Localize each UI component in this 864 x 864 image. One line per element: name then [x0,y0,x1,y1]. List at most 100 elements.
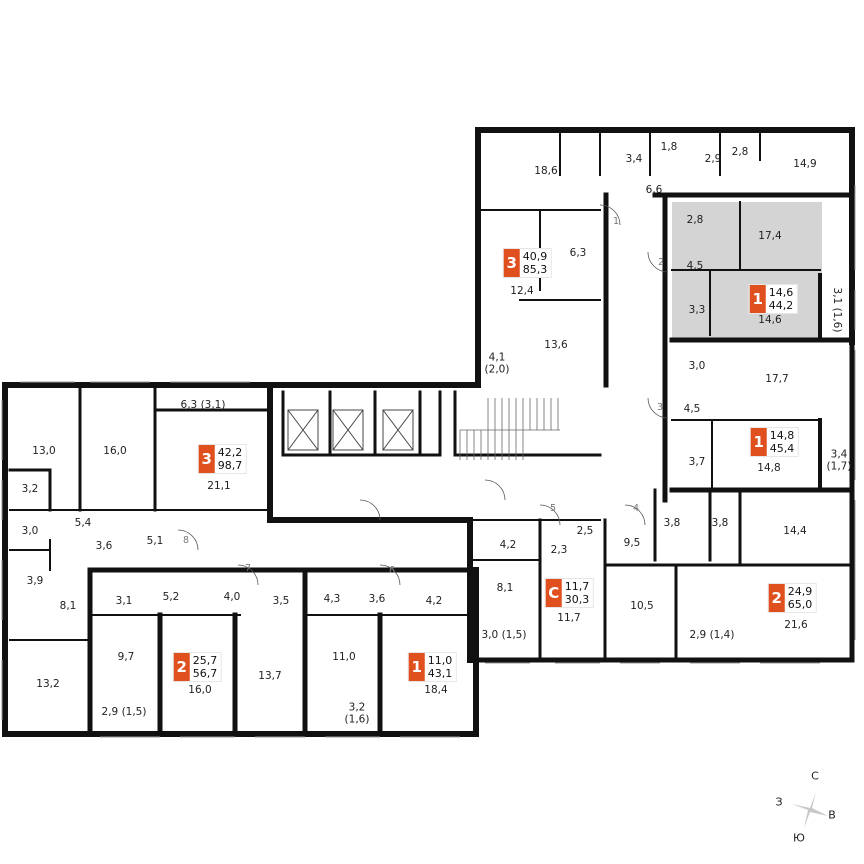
room-area-label: 16,0 [103,445,127,458]
room-area-label: 17,7 [765,373,789,386]
room-area-label: 3,6 [95,540,113,553]
room-area-label: 2,8 [686,214,704,227]
room-area-label: 18,4 [424,684,448,697]
room-area-label: 9,5 [623,537,641,550]
room-area-label: 3,0 (1,5) [481,629,527,642]
total-area: 30,3 [564,593,590,606]
room-count: 1 [750,428,767,456]
room-area-label: 2,3 [550,544,568,557]
living-area: 14,6 [768,286,794,299]
room-count: 1 [749,285,766,313]
room-area-label: 3,0 [688,360,706,373]
room-area-label: 16,0 [188,684,212,697]
room-count: 2 [173,653,190,681]
room-count: С [545,579,562,607]
room-area-label: 8,1 [496,582,514,595]
entrance-door-number: 5 [549,502,557,514]
total-area: 65,0 [787,598,813,611]
room-area-label: 4,5 [683,403,701,416]
room-area-label: 4,1(2,0) [484,351,510,375]
room-area-label: 21,6 [784,619,808,632]
room-area-label: 9,7 [117,651,135,664]
total-area: 98,7 [217,459,243,472]
entrance-door-number: 3 [656,401,664,413]
room-area-label: 2,5 [576,525,594,538]
room-area-label: 5,2 [162,591,180,604]
entrance-door-number: 6 [388,564,396,576]
room-area-label: 3,3 [688,304,706,317]
room-area-label: 3,0 [21,525,39,538]
room-area-label: 6,6 [645,184,663,197]
room-area-label: 17,4 [758,230,782,243]
compass-east: В [828,808,836,822]
total-area: 43,1 [427,667,453,680]
room-area-label: 3,2 [21,483,39,496]
room-area-label: 3,6 [368,593,386,606]
living-area: 11,0 [427,654,453,667]
room-area-label: 14,9 [793,158,817,171]
room-area-label: 14,4 [783,525,807,538]
room-count: 2 [768,584,785,612]
room-area-label: 4,2 [499,539,517,552]
living-area: 24,9 [787,585,813,598]
room-count: 1 [408,653,425,681]
compass-south: Ю [793,831,805,845]
room-area-label: 5,4 [74,517,92,530]
total-area: 85,3 [522,263,548,276]
room-area-label: 3,4(1,7) [826,448,852,472]
entrance-door-number: 4 [632,502,640,514]
room-area-label: 14,6 [758,314,782,327]
room-area-label: 5,1 [146,535,164,548]
room-area-label: 2,9 (1,5) [101,706,147,719]
living-area: 14,8 [769,429,795,442]
room-area-label: 11,0 [332,651,356,664]
room-area-label: 10,5 [630,600,654,613]
compass-star-icon [792,792,828,828]
room-area-label: 11,7 [557,612,581,625]
compass-west: З [775,795,783,809]
room-area-label: 13,2 [36,678,60,691]
room-area-label: 3,1 [115,595,133,608]
room-area-label: 6,3 [569,247,587,260]
room-area-label: 3,9 [26,575,44,588]
living-area: 40,9 [522,250,548,263]
room-count: 3 [198,445,215,473]
room-area-label: 13,6 [544,339,568,352]
entrance-door-number: 2 [657,256,665,268]
room-area-label: 6,3 (3,1) [180,399,226,412]
total-area: 45,4 [769,442,795,455]
total-area: 56,7 [192,667,218,680]
room-area-label: 2,8 [731,146,749,159]
living-area: 42,2 [217,446,243,459]
room-area-label: 13,0 [32,445,56,458]
room-area-label: 3,5 [272,595,290,608]
room-area-label: 1,8 [660,141,678,154]
room-area-label: 4,0 [223,591,241,604]
room-area-label: 4,2 [425,595,443,608]
total-area: 44,2 [768,299,794,312]
room-area-label: 2,9 [704,153,722,166]
room-area-label: 3,7 [688,456,706,469]
room-area-label: 8,1 [59,600,77,613]
room-area-label: 3,2(1,6) [344,701,370,725]
room-area-label: 12,4 [510,285,534,298]
room-area-label: 18,6 [534,165,558,178]
room-area-label: 3,4 [625,153,643,166]
compass [790,790,830,830]
